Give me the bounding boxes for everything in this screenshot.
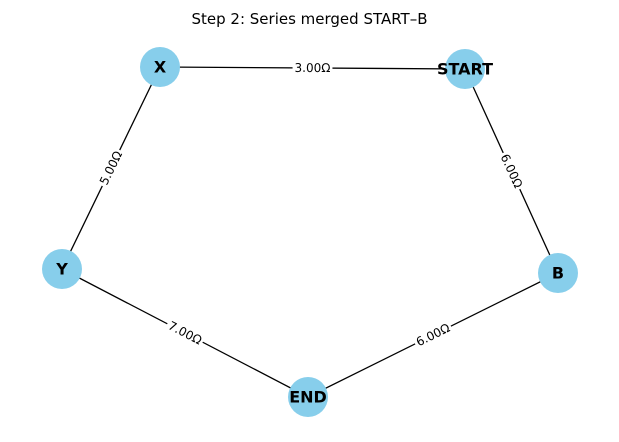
node-circle	[42, 249, 82, 289]
edge-label-x-y: 5.00Ω	[95, 146, 127, 190]
diagram-title: Step 2: Series merged START–B	[191, 10, 427, 28]
edge-label-background	[411, 319, 455, 351]
edges-layer	[61, 66, 559, 398]
edge-label-background	[163, 317, 207, 349]
node-circle	[538, 253, 578, 293]
edge-label-text: 5.00Ω	[97, 149, 125, 187]
edge-labels-layer: 3.00Ω 6.00Ω 5.00Ω 7.00Ω 6.00Ω	[95, 60, 527, 351]
edge-label-y-end: 7.00Ω	[163, 317, 207, 349]
node-label: END	[289, 388, 327, 407]
node-circle	[445, 49, 485, 89]
node-circle	[288, 377, 328, 417]
edge-label-text: 7.00Ω	[166, 319, 204, 348]
nodes-layer: X START Y B END	[42, 47, 578, 417]
edge-label-end-b: 6.00Ω	[411, 319, 455, 351]
node-y: Y	[42, 249, 82, 289]
edge-label-text: 6.00Ω	[414, 321, 452, 349]
node-b: B	[538, 253, 578, 293]
node-label: Y	[55, 260, 68, 279]
edge-label-text: 6.00Ω	[498, 152, 526, 190]
edge-label-background	[496, 149, 527, 193]
node-label: B	[552, 264, 564, 283]
edge-label-x-start: 3.00Ω	[292, 60, 333, 76]
node-circle	[140, 47, 180, 87]
edge-label-text: 3.00Ω	[295, 61, 331, 75]
node-x: X	[140, 47, 180, 87]
edge-label-start-b: 6.00Ω	[496, 149, 527, 193]
edge-label-background	[95, 146, 127, 190]
node-start: START	[437, 49, 493, 89]
edge-label-background	[292, 60, 333, 76]
node-label: START	[437, 60, 493, 79]
node-end: END	[288, 377, 328, 417]
node-label: X	[154, 58, 167, 77]
